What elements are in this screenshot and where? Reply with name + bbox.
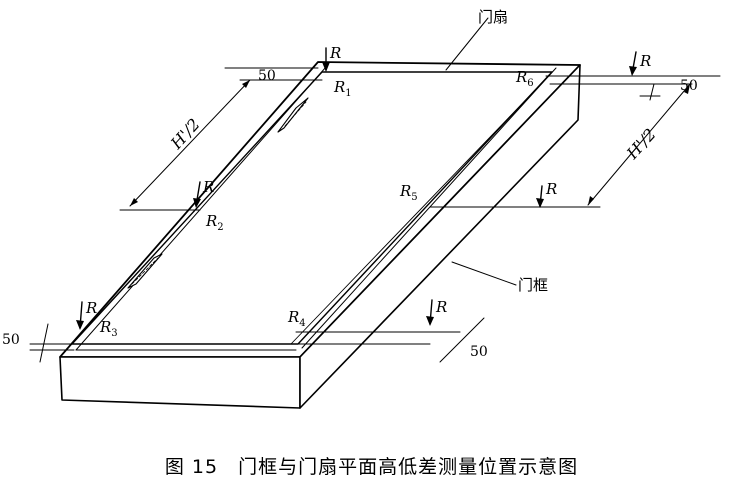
door-frame-label: 门框 — [518, 276, 548, 294]
door-leaf-leader — [445, 17, 489, 71]
point-r6: R6 — [515, 68, 534, 89]
figure-caption: 图 15 门框与门扇平面高低差测量位置示意图 — [0, 452, 743, 479]
door-frame-leader — [451, 261, 517, 286]
door-frame-diagram: 门扇 门框 H'/2 H'/2 50 50 50 50 R R R R R R … — [2, 8, 721, 409]
door-frame-body — [59, 61, 581, 409]
hinge-lower — [127, 253, 163, 289]
offset-label-top-right: 50 — [680, 78, 698, 94]
figure-title: 门框与门扇平面高低差测量位置示意图 — [238, 456, 579, 478]
offset-bottom-left — [29, 323, 75, 363]
r-symbol-r4: R — [435, 298, 447, 316]
r-symbol-r3: R — [85, 299, 97, 317]
point-r3: R3 — [99, 318, 118, 339]
offset-label-top-left: 50 — [258, 68, 276, 84]
figure-number: 图 15 — [164, 456, 219, 478]
offset-label-bottom-right: 50 — [470, 344, 488, 360]
offset-bottom-right — [293, 317, 485, 363]
point-r4: R4 — [287, 308, 306, 329]
r-symbol-r1: R — [329, 44, 341, 62]
offset-label-bottom-left: 50 — [2, 332, 20, 348]
r-symbol-r6: R — [639, 52, 651, 70]
dimension-right-half-height — [429, 75, 721, 208]
dimension-left-half-height — [119, 67, 323, 211]
point-r5: R5 — [399, 182, 418, 203]
door-leaf-label: 门扇 — [478, 8, 508, 26]
hinge-upper — [277, 97, 309, 133]
r-arrows — [76, 47, 637, 330]
point-r1: R1 — [333, 78, 352, 99]
point-r2: R2 — [205, 212, 224, 233]
r-symbol-r2: R — [202, 178, 214, 196]
r-symbol-r5: R — [545, 180, 557, 198]
